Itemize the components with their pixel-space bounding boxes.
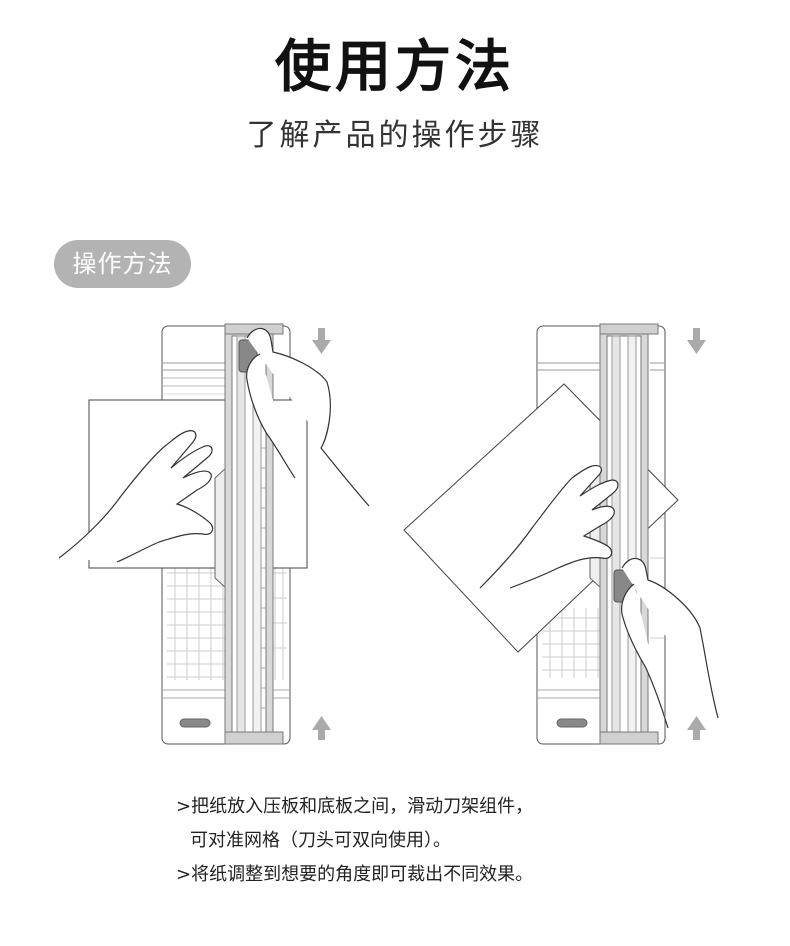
instructions: >把纸放入压板和底板之间，滑动刀架组件， 可对准网格（刀头可双向使用）。 >将纸…	[176, 790, 736, 892]
page-subtitle: 了解产品的操作步骤	[0, 110, 790, 154]
board-slot	[180, 719, 210, 727]
board-slot	[557, 719, 587, 727]
instruction-line-2: 可对准网格（刀头可双向使用）。	[176, 824, 736, 858]
illustration-straight-cut	[55, 318, 385, 748]
up-arrow-icon	[312, 716, 331, 740]
instruction-line-3: >将纸调整到想要的角度即可裁出不同效果。	[176, 858, 736, 892]
down-arrow-icon	[687, 328, 706, 354]
up-arrow-icon	[687, 716, 706, 740]
section-badge: 操作方法	[54, 240, 191, 288]
illustration-angled-cut	[400, 318, 760, 748]
down-arrow-icon	[312, 328, 331, 354]
page-title: 使用方法	[0, 22, 790, 103]
instruction-line-1: >把纸放入压板和底板之间，滑动刀架组件，	[176, 790, 736, 824]
